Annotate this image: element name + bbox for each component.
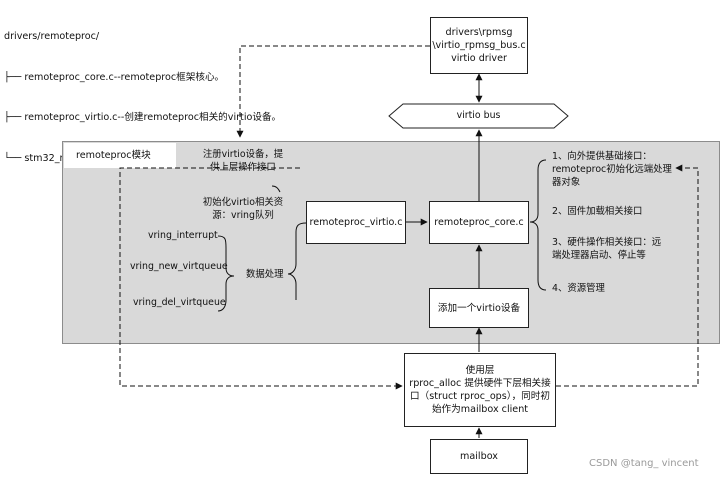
feature-1-line-2: remoteproc初始化远端处理 — [552, 164, 672, 175]
process-bracket — [287, 222, 307, 300]
init-note: 初始化virtio相关资 源：vring队列 — [188, 196, 298, 222]
add-virtio-device-box: 添加一个virtio设备 — [429, 288, 529, 328]
init-note-line-1: 初始化virtio相关资 — [202, 197, 284, 208]
features-brace — [529, 159, 547, 291]
feature-4: 4、资源管理 — [552, 283, 605, 294]
vring-item-interrupt: vring_interrupt — [148, 230, 218, 241]
feature-1-line-3: 器对象 — [552, 177, 581, 188]
virtio-bus-label: virtio bus — [456, 110, 501, 121]
init-brace — [271, 185, 281, 193]
feature-1: 1、向外提供基础接口： remoteproc初始化远端处理 器对象 — [552, 150, 712, 189]
tree-item-virtio: ├── remoteproc_virtio.c--创建remoteproc相关的… — [4, 112, 282, 123]
tree-root: drivers/remoteproc/ — [4, 31, 100, 42]
feature-3-line-2: 端处理器启动、停止等 — [552, 250, 646, 261]
register-note-line-2: 供上层操作接口 — [210, 162, 276, 173]
rpmsg-driver-box: drivers\rpmsg \virtio_rpmsg_bus.c virtio… — [430, 17, 528, 74]
dashed-rpmsg-link — [236, 45, 430, 138]
user-line-4: 始作为mailbox client — [431, 404, 529, 415]
init-note-line-2: 源：vring队列 — [212, 210, 274, 221]
rpmsg-line-3: virtio driver — [451, 53, 507, 64]
vring-bracket — [217, 235, 235, 312]
tree-item-core: ├── remoteproc_core.c--remoteproc框架核心。 — [4, 71, 225, 83]
process-label: 数据处理 — [246, 269, 284, 280]
register-note: 注册virtio设备，提 供上层操作接口 — [188, 148, 298, 174]
mailbox-box: mailbox — [430, 439, 528, 474]
feature-2: 2、固件加载相关接口 — [552, 206, 643, 217]
virtio-bus-shape — [388, 103, 569, 129]
remoteproc-core-box: remoteproc_core.c — [429, 201, 529, 244]
rpmsg-line-2: \virtio_rpmsg_bus.c — [432, 40, 526, 51]
user-line-1: 使用层 — [465, 365, 495, 376]
remoteproc-virtio-box: remoteproc_virtio.c — [306, 201, 406, 244]
vring-item-del: vring_del_virtqueue — [133, 297, 226, 308]
user-line-2: rproc_alloc 提供硬件下层相关接 — [409, 378, 551, 389]
feature-3-line-1: 3、硬件操作相关接口：远 — [552, 237, 662, 248]
user-layer-box: 使用层 rproc_alloc 提供硬件下层相关接 口（struct rproc… — [404, 353, 556, 427]
feature-1-line-1: 1、向外提供基础接口： — [552, 151, 652, 162]
panel-title: remoteproc模块 — [64, 143, 176, 168]
register-note-line-1: 注册virtio设备，提 — [202, 149, 284, 160]
user-line-3: 口（struct rproc_ops），同时初 — [410, 391, 550, 402]
dashed-user-link — [119, 167, 403, 390]
feature-3: 3、硬件操作相关接口：远 端处理器启动、停止等 — [552, 236, 712, 262]
vring-item-new: vring_new_virtqueue — [130, 261, 228, 272]
watermark: CSDN @tang_ vincent — [589, 458, 699, 469]
rpmsg-line-1: drivers\rpmsg — [445, 27, 513, 38]
dashed-feature-link — [556, 164, 699, 387]
